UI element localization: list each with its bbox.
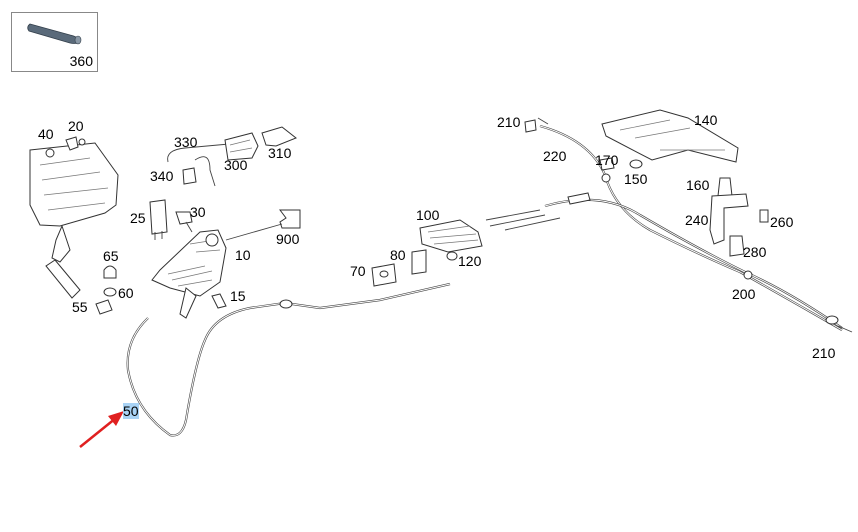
part-thumbnail[interactable]: 360 <box>11 12 98 72</box>
bracket-240 <box>709 193 749 245</box>
callout-40[interactable]: 40 <box>38 126 54 142</box>
part-70 <box>371 263 397 287</box>
parking-brake-pedal-10 <box>151 223 283 319</box>
callout-210-top[interactable]: 210 <box>497 114 521 130</box>
bolt-260 <box>759 209 769 223</box>
cover-900 <box>279 209 301 229</box>
callout-65[interactable]: 65 <box>103 248 119 264</box>
callout-310[interactable]: 310 <box>268 145 292 161</box>
callout-300[interactable]: 300 <box>224 157 248 173</box>
bracket-140 <box>601 109 739 163</box>
pedal-box-assembly <box>29 142 119 299</box>
front-cable-50 <box>126 282 451 437</box>
callout-280[interactable]: 280 <box>743 244 767 260</box>
part-160 <box>717 177 733 197</box>
callout-100[interactable]: 100 <box>416 207 440 223</box>
callout-210-bottom[interactable]: 210 <box>812 345 836 361</box>
callout-900[interactable]: 900 <box>276 231 300 247</box>
cable-end-210-bottom <box>837 325 853 333</box>
cable-end-210-top <box>524 117 549 133</box>
part-20-clip <box>65 136 86 151</box>
callout-340[interactable]: 340 <box>150 168 174 184</box>
callout-20[interactable]: 20 <box>68 118 84 134</box>
callout-50[interactable]: 50 <box>123 403 139 419</box>
callout-160[interactable]: 160 <box>686 177 710 193</box>
rear-cable-200 <box>544 173 843 329</box>
nut-170 <box>599 157 615 171</box>
callout-15[interactable]: 15 <box>230 288 246 304</box>
callout-150[interactable]: 150 <box>624 171 648 187</box>
callout-220[interactable]: 220 <box>543 148 567 164</box>
callout-55[interactable]: 55 <box>72 299 88 315</box>
callout-120[interactable]: 120 <box>458 253 482 269</box>
nut-150 <box>629 159 643 169</box>
bolt-30 <box>175 211 193 233</box>
callout-10[interactable]: 10 <box>235 247 251 263</box>
thumbnail-part-image <box>27 23 82 45</box>
equalizer-100 <box>419 209 561 253</box>
callout-140[interactable]: 140 <box>694 112 718 128</box>
rear-cable-220 <box>539 124 843 331</box>
callout-200[interactable]: 200 <box>732 286 756 302</box>
part-280 <box>729 235 745 257</box>
switch-assembly <box>167 126 297 187</box>
bracket-25 <box>149 199 168 240</box>
callout-170[interactable]: 170 <box>595 152 619 168</box>
callout-240[interactable]: 240 <box>685 212 709 228</box>
callout-60[interactable]: 60 <box>118 285 134 301</box>
part-15 <box>211 293 227 309</box>
callout-70[interactable]: 70 <box>350 263 366 279</box>
cap-65 <box>103 265 117 279</box>
callout-260[interactable]: 260 <box>770 214 794 230</box>
clip-55 <box>95 299 113 315</box>
callout-25[interactable]: 25 <box>130 210 146 226</box>
thumbnail-label: 360 <box>69 53 93 69</box>
callout-330[interactable]: 330 <box>174 134 198 150</box>
pointer-arrow-icon <box>79 411 124 448</box>
part-120 <box>446 251 458 261</box>
callout-80[interactable]: 80 <box>390 247 406 263</box>
callout-30[interactable]: 30 <box>190 204 206 220</box>
part-80 <box>411 249 427 275</box>
nut-60 <box>103 287 117 297</box>
